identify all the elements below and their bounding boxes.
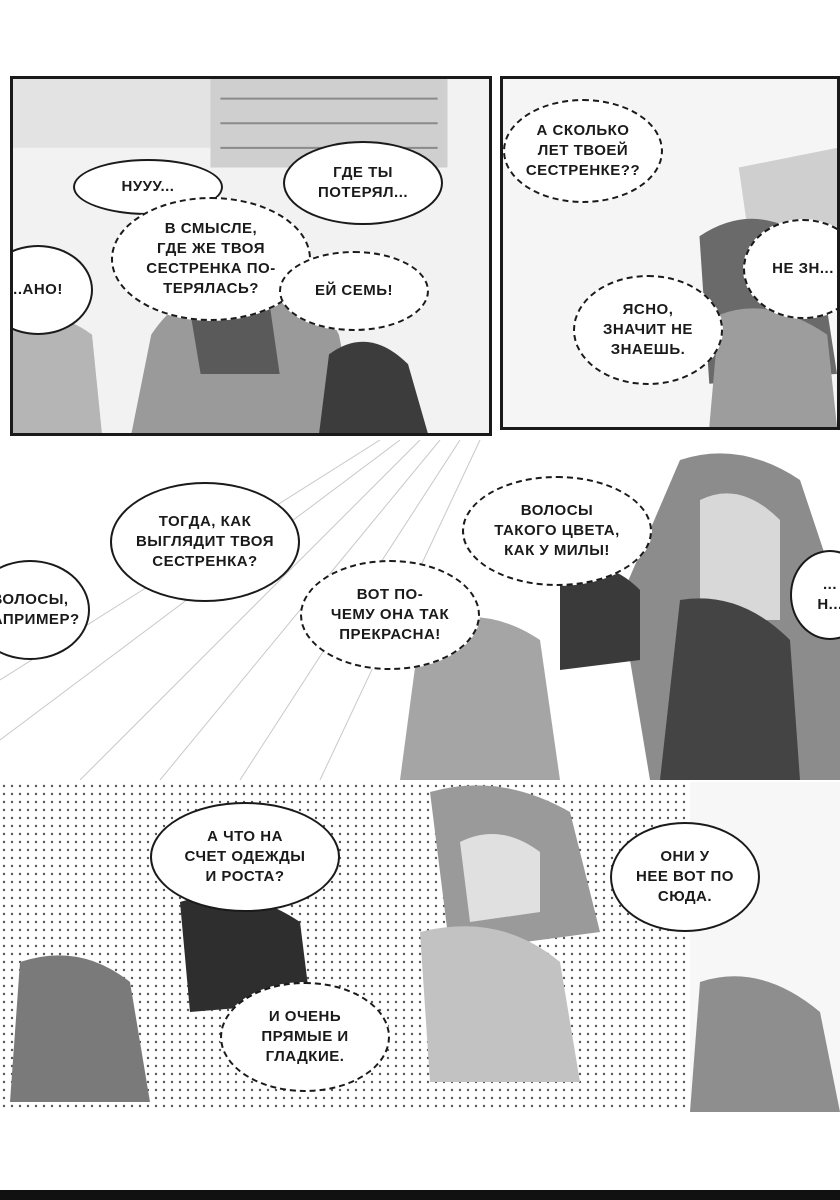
bubble-text: ВОЛОСЫ ТАКОГО ЦВЕТА, КАК У МИЛЫ! <box>494 502 620 559</box>
bubble-text: ОНИ У НЕЕ ВОТ ПО СЮДА. <box>636 848 734 905</box>
panel-3: ТОГДА, КАК ВЫГЛЯДИТ ТВОЯ СЕСТРЕНКА? ВОЛО… <box>0 440 840 780</box>
bubble-text: ВОТ ПО- ЧЕМУ ОНА ТАК ПРЕКРАСНА! <box>330 586 450 643</box>
bubble-text: ГДЕ ТЫ ПОТЕРЯЛ... <box>317 164 409 201</box>
panel-1-art <box>13 79 489 433</box>
bubble-text: НУУУ... <box>121 178 175 195</box>
bubble-text: ЯСНО, ЗНАЧИТ НЕ ЗНАЕШЬ. <box>603 301 693 358</box>
panel-1: НУУУ... ГДЕ ТЫ ПОТЕРЯЛ... В СМЫСЛЕ, ГДЕ … <box>10 76 492 436</box>
bubble-text: ТОГДА, КАК ВЫГЛЯДИТ ТВОЯ СЕСТРЕНКА? <box>135 513 275 570</box>
bubble-text: ..АНО! <box>13 281 63 298</box>
speech-bubble: НЕ ЗН... <box>743 219 837 319</box>
speech-bubble: А ЧТО НА СЧЕТ ОДЕЖДЫ И РОСТА? <box>150 802 340 912</box>
bubble-text: А ЧТО НА СЧЕТ ОДЕЖДЫ И РОСТА? <box>184 828 306 885</box>
speech-bubble: ЕЙ СЕМЬ! <box>279 251 429 331</box>
speech-bubble: ОНИ У НЕЕ ВОТ ПО СЮДА. <box>610 822 760 932</box>
bubble-text: И ОЧЕНЬ ПРЯМЫЕ И ГЛАДКИЕ. <box>261 1008 349 1065</box>
bubble-text: НЕ ЗН... <box>772 260 834 277</box>
speech-bubble: А СКОЛЬКО ЛЕТ ТВОЕЙ СЕСТРЕНКЕ?? <box>503 99 663 203</box>
panel-4: А ЧТО НА СЧЕТ ОДЕЖДЫ И РОСТА? ОНИ У НЕЕ … <box>0 782 840 1112</box>
bubble-text: А СКОЛЬКО ЛЕТ ТВОЕЙ СЕСТРЕНКЕ?? <box>525 122 641 179</box>
speech-bubble: В СМЫСЛЕ, ГДЕ ЖЕ ТВОЯ СЕСТРЕНКА ПО- ТЕРЯ… <box>111 197 311 321</box>
speech-bubble: ВОЛОСЫ, НАПРИМЕР? <box>0 560 90 660</box>
speech-bubble: ГДЕ ТЫ ПОТЕРЯЛ... <box>283 141 443 225</box>
page-bottom-bar <box>0 1190 840 1200</box>
bubble-text: ЕЙ СЕМЬ! <box>314 282 394 299</box>
speech-bubble: ТОГДА, КАК ВЫГЛЯДИТ ТВОЯ СЕСТРЕНКА? <box>110 482 300 602</box>
panel-2: А СКОЛЬКО ЛЕТ ТВОЕЙ СЕСТРЕНКЕ?? НЕ ЗН...… <box>500 76 840 430</box>
bubble-text: ВОЛОСЫ, НАПРИМЕР? <box>0 591 80 628</box>
speech-bubble: ВОЛОСЫ ТАКОГО ЦВЕТА, КАК У МИЛЫ! <box>462 476 652 586</box>
speech-bubble: ЯСНО, ЗНАЧИТ НЕ ЗНАЕШЬ. <box>573 275 723 385</box>
speech-bubble: ВОТ ПО- ЧЕМУ ОНА ТАК ПРЕКРАСНА! <box>300 560 480 670</box>
bubble-text: ... Н... <box>817 576 840 613</box>
bubble-text: В СМЫСЛЕ, ГДЕ ЖЕ ТВОЯ СЕСТРЕНКА ПО- ТЕРЯ… <box>146 220 276 297</box>
speech-bubble: И ОЧЕНЬ ПРЯМЫЕ И ГЛАДКИЕ. <box>220 982 390 1092</box>
